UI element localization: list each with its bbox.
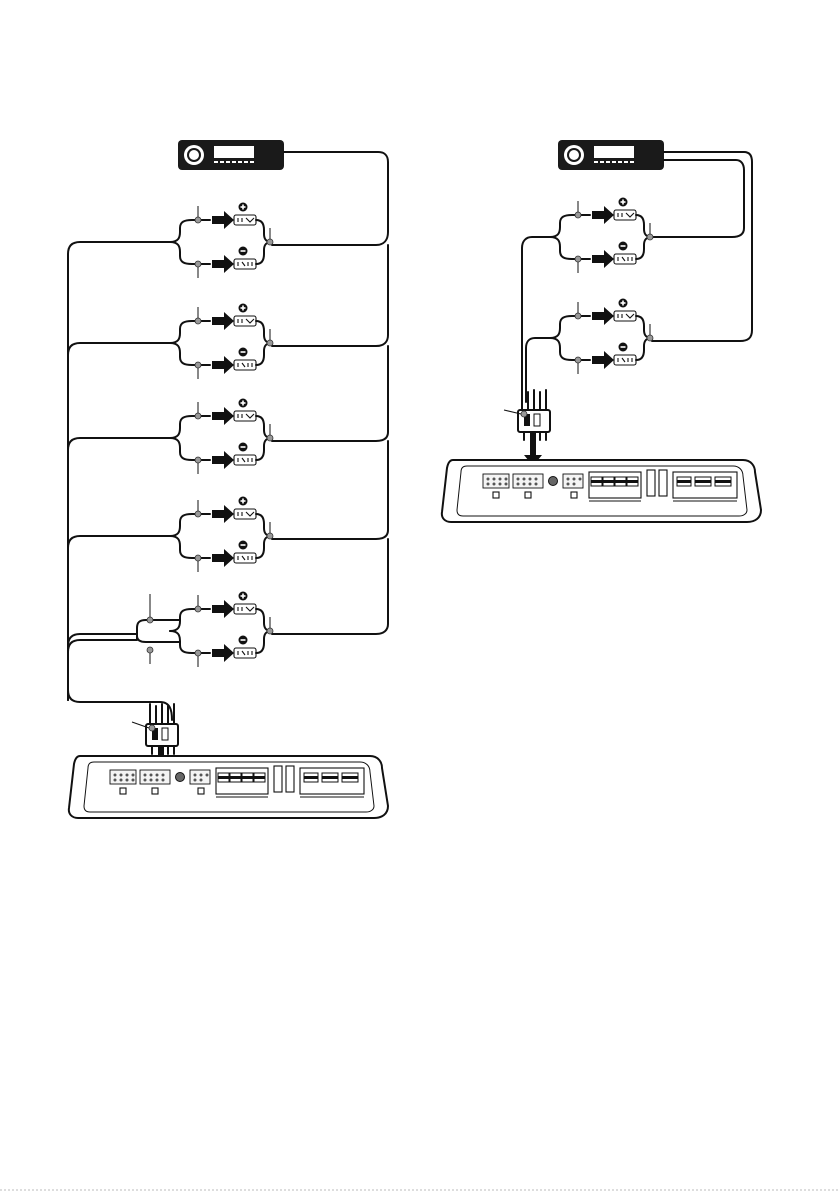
- speaker-terminal-icon: [170, 399, 273, 475]
- speaker-terminal-icon: [550, 198, 653, 274]
- speaker-terminal-icon: [170, 497, 273, 573]
- head-unit-icon: [178, 140, 284, 170]
- left-wiring-panel: [68, 140, 388, 818]
- amplifier-icon: [442, 460, 761, 522]
- amplifier-icon: [69, 756, 388, 818]
- speaker-terminal-icon: [170, 304, 273, 380]
- speaker-terminal-icon: [170, 203, 273, 279]
- speaker-terminal-icon: [170, 592, 273, 668]
- head-unit-icon: [558, 140, 664, 170]
- speaker-terminal-icon: [550, 299, 653, 375]
- right-wiring-panel: [442, 140, 761, 522]
